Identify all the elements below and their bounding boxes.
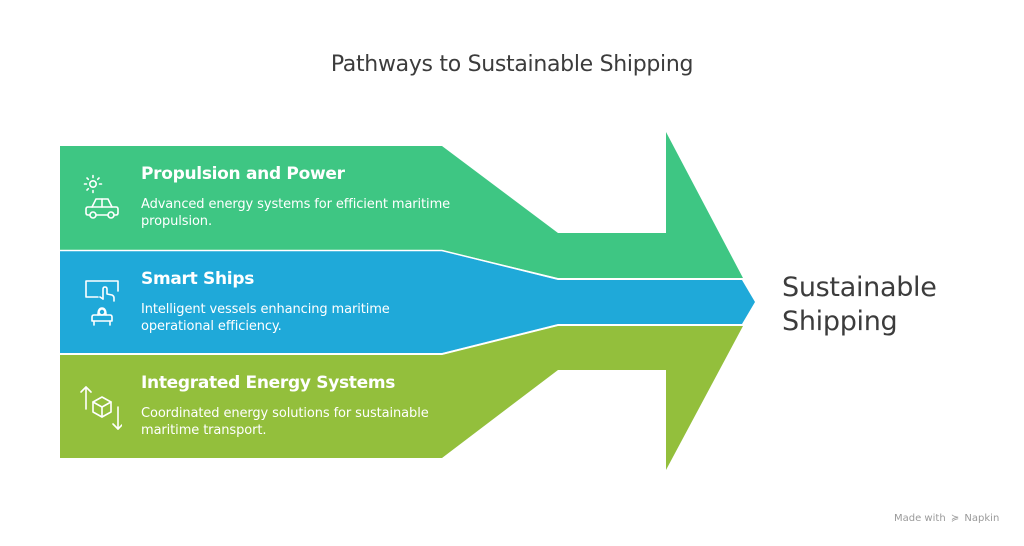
diagram-title: Pathways to Sustainable Shipping	[330, 52, 694, 77]
box-arrows-icon	[80, 386, 122, 430]
band-separator	[60, 249, 743, 280]
band-separator	[60, 324, 743, 355]
result-label-line-2: Shipping	[782, 306, 898, 337]
result-label: Sustainable Shipping	[782, 271, 937, 339]
pathway-description: Intelligent vessels enhancing maritime o…	[141, 302, 390, 334]
footer-brand: Napkin	[964, 513, 1000, 524]
touchscreen-projector-icon	[85, 280, 119, 326]
pathway-band-smart-ships	[60, 251, 755, 353]
pathway-heading: Integrated Energy Systems	[141, 373, 396, 393]
pathway-heading: Smart Ships	[141, 269, 255, 289]
result-label-line-1: Sustainable	[782, 272, 937, 303]
pathway-item-smart-ships: Smart Ships Intelligent vessels enhancin…	[60, 251, 440, 353]
napkin-logo-icon: ≽	[950, 513, 960, 524]
pathway-description: Advanced energy systems for efficient ma…	[141, 197, 451, 229]
pathway-band-propulsion	[60, 132, 743, 278]
pathway-band-integrated-energy	[60, 326, 743, 470]
pathway-description: Coordinated energy solutions for sustain…	[141, 406, 429, 438]
made-with-napkin-badge[interactable]: Made with ≽ Napkin	[894, 513, 999, 524]
pathway-heading: Propulsion and Power	[141, 164, 345, 184]
pathway-item-integrated-energy: Integrated Energy Systems Coordinated en…	[60, 355, 440, 458]
footer-prefix: Made with	[894, 513, 946, 524]
sun-car-icon	[83, 174, 119, 219]
pathway-item-propulsion: Propulsion and Power Advanced energy sys…	[60, 146, 450, 250]
